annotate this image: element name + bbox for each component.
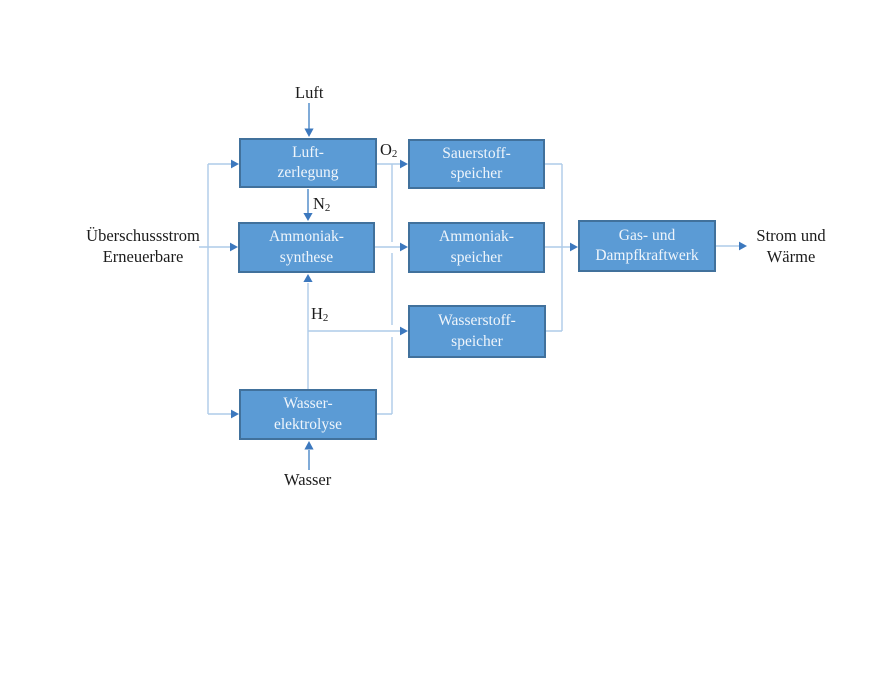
box-label-line: Gas- und [618, 226, 676, 244]
box-label-line: Luft- [292, 143, 324, 161]
label-output-line2: Wärme [766, 246, 816, 266]
process-box-sauerstoffspeicher: Sauerstoff- speicher [408, 139, 545, 189]
label-input-line1: Überschussstrom [86, 226, 200, 245]
box-label-line: Ammoniak- [269, 228, 344, 246]
box-label-line: elektrolyse [273, 415, 342, 433]
arrow-n2-luftzerlegung-to-ammoniaksynthese [303, 189, 313, 221]
label-h2: H2 [311, 304, 329, 325]
arrow-h2-to-ammoniaksynthese [303, 274, 313, 389]
box-label-line: Sauerstoff- [442, 144, 511, 162]
box-label-line: speicher [450, 248, 503, 266]
arrow-o2-to-sauerstoffspeicher [377, 159, 408, 169]
box-label-line: Dampfkraftwerk [595, 247, 699, 264]
label-output-strom-waerme: Strom und Wärme [748, 226, 834, 267]
box-label-line: speicher [450, 165, 503, 182]
label-input-line2: Erneuerbare [102, 246, 184, 266]
arrow-strom-to-ammoniaksynthese [199, 242, 238, 252]
box-label-line: synthese [279, 248, 334, 266]
arrow-h2-to-wasserstoffspeicher [308, 326, 408, 336]
process-box-wasserstoffspeicher: Wasserstoff- speicher [408, 305, 546, 358]
box-label-line: speicher [451, 332, 503, 350]
arrow-strom-to-wasserelektrolyse [208, 409, 239, 419]
box-label-line: Wasser- [283, 395, 333, 413]
label-output-line1: Strom und [756, 226, 826, 245]
label-input-ueberschussstrom: Überschussstrom Erneuerbare [76, 226, 210, 267]
label-o2: O2 [380, 140, 398, 161]
box-label-line: Ammoniak- [439, 228, 514, 246]
arrow-strom-to-luftzerlegung [208, 159, 239, 169]
process-box-ammoniaksynthese: Ammoniak- synthese [238, 222, 375, 273]
box-label-line: zerlegung [277, 164, 339, 181]
label-n2: N2 [313, 194, 331, 215]
arrow-wasser-to-wasserelektrolyse [304, 441, 314, 470]
label-wasser: Wasser [284, 470, 332, 489]
process-box-ammoniakspeicher: Ammoniak- speicher [408, 222, 545, 273]
arrow-kraftwerk-output [716, 241, 747, 251]
label-luft: Luft [295, 83, 324, 102]
box-label-line: Wasserstoff- [438, 312, 516, 330]
process-box-kraftwerk: Gas- und Dampfkraftwerk [578, 220, 716, 272]
arrow-luft-to-luftzerlegung [304, 103, 314, 137]
arrow-speicher-to-kraftwerk [545, 242, 578, 252]
process-box-luftzerlegung: Luft- zerlegung [239, 138, 377, 188]
line-o2-riser-from-elektrolyse [377, 164, 393, 415]
process-box-wasserelektrolyse: Wasser- elektrolyse [239, 389, 377, 440]
arrow-ammoniak-to-speicher [375, 242, 408, 252]
